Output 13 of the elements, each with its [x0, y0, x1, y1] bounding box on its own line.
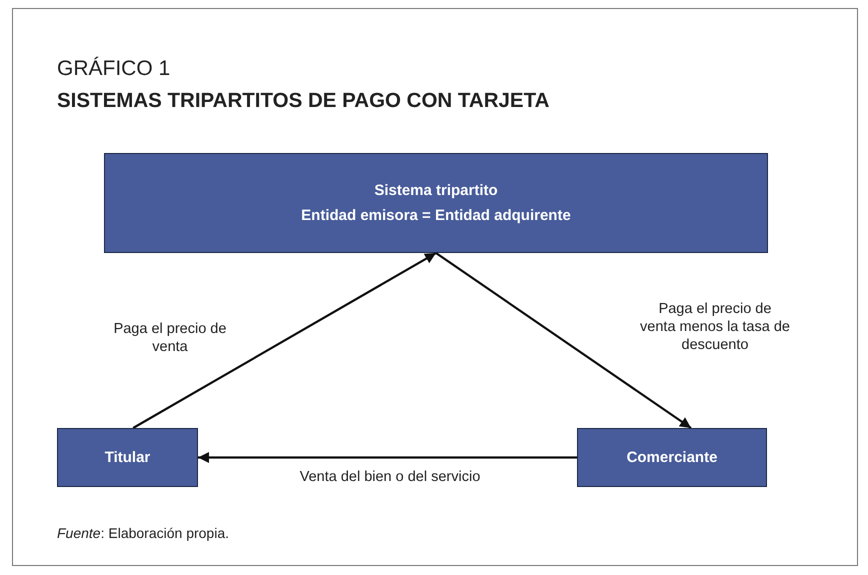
party-box [57, 428, 198, 487]
node-text: Comerciante [626, 449, 718, 466]
party-box [577, 428, 767, 487]
arrow [132, 252, 437, 429]
arrow [435, 252, 692, 429]
chart-title: SISTEMAS TRIPARTITOS DE PAGO CON TARJETA [57, 89, 550, 113]
source-note: Fuente: Elaboración propia. [57, 525, 230, 541]
node-text: Sistema tripartito [374, 182, 498, 199]
figure-number: GRÁFICO 1 [57, 57, 170, 81]
system-box [104, 153, 768, 253]
node-text: Entidad emisora = Entidad adquirente [301, 207, 571, 224]
arrow [198, 452, 577, 463]
node-text: Titular [104, 449, 150, 466]
